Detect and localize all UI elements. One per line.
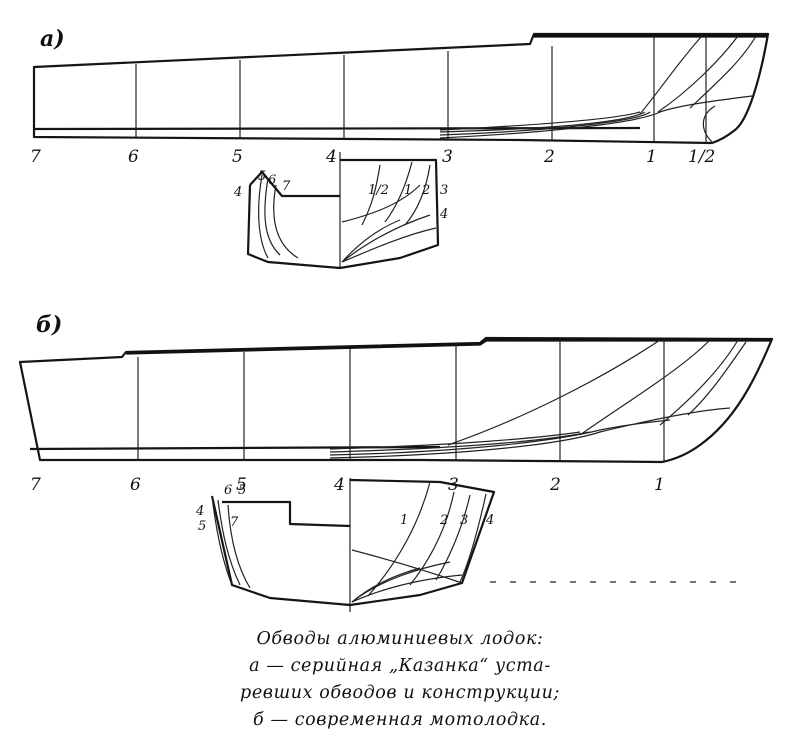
station-label: 7: [30, 147, 41, 167]
station-label: 7: [30, 475, 41, 495]
body-plan-label: 5: [238, 483, 246, 498]
body-plan-label: 5: [198, 519, 206, 534]
caption-line: б — современная мотолодка.: [253, 710, 547, 730]
body-plan-label: 1: [400, 513, 408, 528]
figure-caption: Обводы алюминиевых лодок: а — серийная „…: [170, 626, 630, 734]
body-plan-label: 6: [268, 173, 276, 188]
figure-a-body-plan: 4 5 6 7 1/2 1 2 3 4: [233, 152, 448, 270]
figure-b-hull-profile: [18, 336, 774, 464]
body-plan-label: 6: [224, 483, 232, 498]
station-label: 4: [333, 475, 345, 495]
caption-line: Обводы алюминиевых лодок:: [256, 629, 544, 649]
body-plan-label: 3: [440, 183, 448, 198]
figure-a-letter: а): [40, 26, 65, 52]
station-label: 3: [442, 147, 453, 167]
station-label: 1: [654, 475, 665, 495]
figure-b-body-plan: 4 5 6 5 7 1 2 3 4: [195, 478, 496, 612]
figure-a-bow-lines: [439, 35, 757, 143]
body-plan-label: 4: [485, 513, 494, 528]
station-label: 6: [130, 475, 141, 495]
body-plan-label: 1/2: [368, 183, 389, 198]
body-plan-label: 2: [439, 513, 448, 528]
station-label: 1: [646, 147, 657, 167]
body-plan-label: 3: [460, 513, 468, 528]
body-plan-label: 2: [421, 183, 430, 198]
body-plan-label: 1: [404, 183, 412, 198]
body-plan-label: 7: [282, 179, 291, 194]
body-plan-label: 4: [439, 207, 448, 222]
figure-b-letter: б): [36, 312, 62, 338]
figure-a-station-labels: 7 6 5 4 3 2 1 1/2: [30, 147, 715, 167]
figure-a-stations: [135, 36, 707, 143]
figure-b-bow-lines: [329, 339, 747, 459]
station-label: 2: [549, 475, 561, 495]
figure-a: а) 7 6: [30, 26, 770, 270]
caption-line: ревших обводов и конструкции;: [240, 683, 560, 703]
figure-b-stations: [137, 340, 665, 461]
figure-a-hull-profile: [32, 32, 770, 145]
body-plan-label: 5: [258, 169, 266, 184]
body-plan-label: 7: [230, 515, 239, 530]
figure-b-station-labels: 7 6 5 4 3 2 1: [30, 475, 665, 495]
station-label: 5: [232, 147, 243, 167]
figure-b-deck-line: [125, 338, 772, 355]
station-label: 5: [236, 475, 247, 495]
caption-line: а — серийная „Казанка“ уста-: [249, 656, 551, 676]
station-label: 4: [325, 147, 337, 167]
station-label: 1/2: [688, 147, 715, 167]
body-plan-label: 4: [195, 504, 204, 519]
station-label: 2: [543, 147, 555, 167]
body-plan-label: 4: [233, 185, 242, 200]
figure-b: б) 7 6 5: [18, 312, 774, 612]
station-label: 6: [128, 147, 139, 167]
